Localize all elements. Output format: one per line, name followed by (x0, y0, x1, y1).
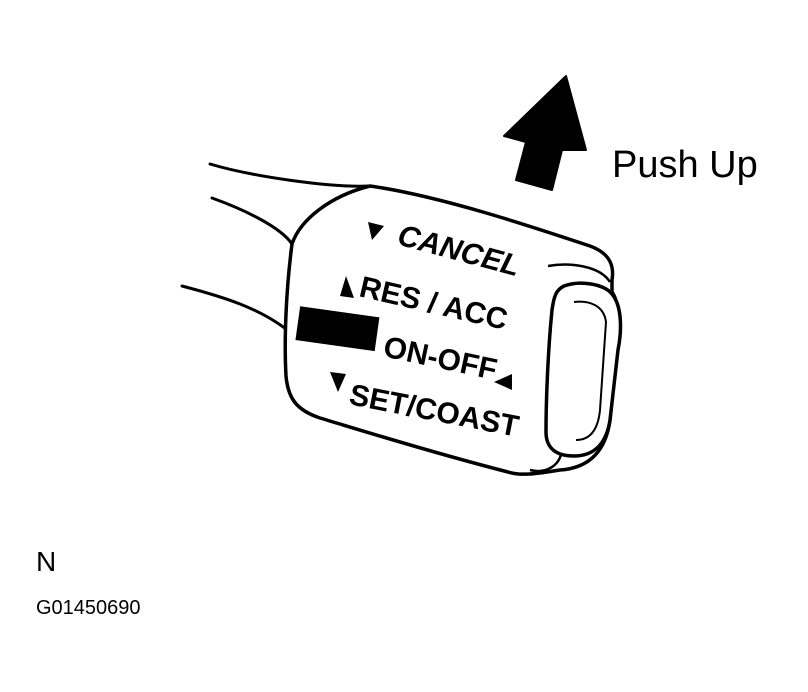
push-up-arrow-icon (503, 75, 587, 191)
figure-code: N (36, 546, 57, 577)
cancel-marker-triangle-down-icon (368, 222, 384, 240)
figure-id: G01450690 (36, 597, 141, 619)
res-marker-triangle-up-icon (340, 276, 354, 298)
set-marker-triangle-down-icon (330, 372, 346, 392)
lever-stalk (180, 162, 372, 336)
lever-head (283, 184, 621, 476)
push-up-label: Push Up (612, 144, 758, 186)
cancel-push-button (544, 281, 623, 458)
onoff-marker-triangle-left-icon (494, 374, 512, 390)
